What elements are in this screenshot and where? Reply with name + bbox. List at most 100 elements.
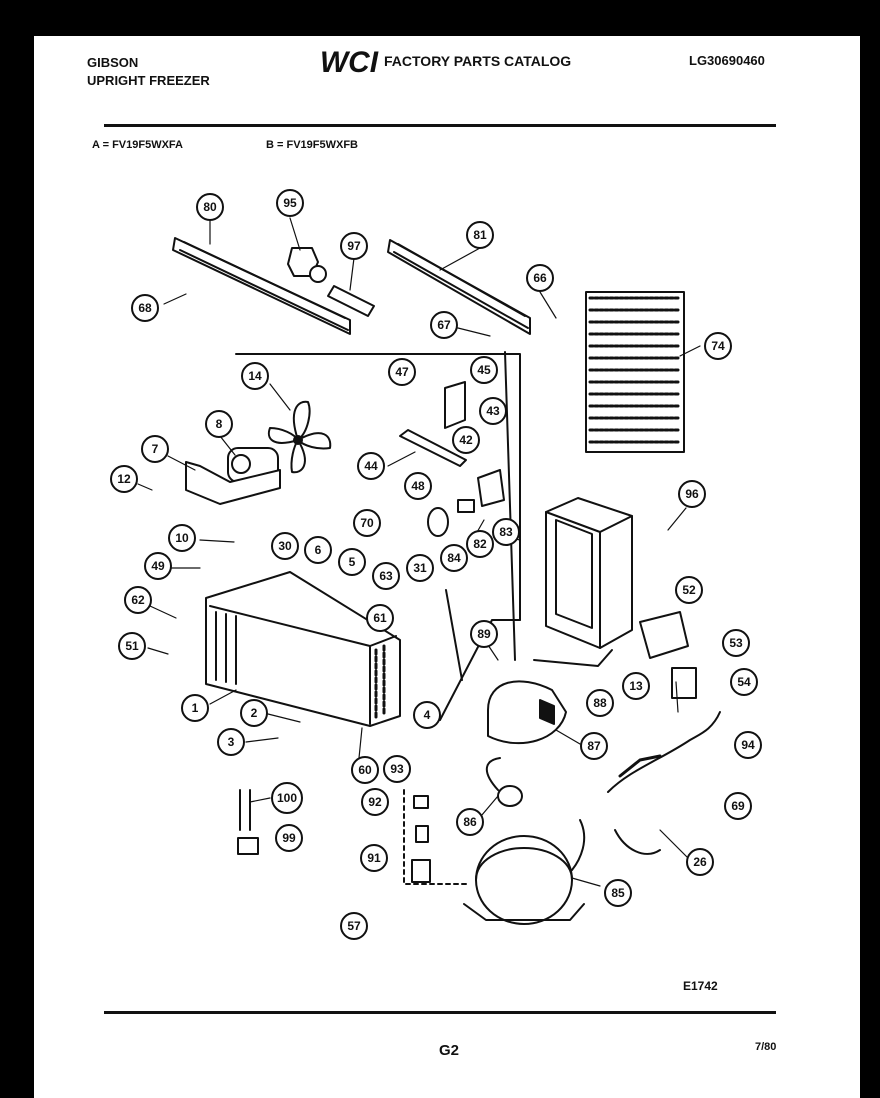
callout-54: 54 — [730, 668, 758, 696]
callout-circle — [456, 808, 484, 836]
model-b: B = FV19F5WXFB — [266, 139, 358, 151]
callout-number: 42 — [459, 433, 473, 447]
svg-text:WCI: WCI — [320, 46, 379, 76]
callout-circle — [470, 356, 498, 384]
callout-circle — [406, 554, 434, 582]
callout-number: 68 — [138, 301, 152, 315]
callout-number: 1 — [192, 701, 199, 715]
callout-circle — [479, 397, 507, 425]
callout-74: 74 — [704, 332, 732, 360]
callout-circle — [722, 629, 750, 657]
callout-number: 2 — [251, 706, 258, 720]
callout-number: 8 — [216, 417, 223, 431]
callout-circle — [124, 586, 152, 614]
callout-circle — [413, 701, 441, 729]
callout-circle — [466, 530, 494, 558]
callout-number: 7 — [152, 442, 159, 456]
callout-number: 93 — [390, 762, 404, 776]
callout-14: 14 — [241, 362, 269, 390]
callout-number: 57 — [347, 919, 361, 933]
header-rule — [104, 124, 776, 127]
callout-circle — [351, 756, 379, 784]
callout-number: 44 — [364, 459, 378, 473]
rail-81 — [387, 239, 531, 335]
callout-85: 85 — [604, 879, 632, 907]
callout-circle — [118, 632, 146, 660]
callout-13: 13 — [622, 672, 650, 700]
callout-number: 82 — [473, 537, 487, 551]
wiring-harness-94 — [607, 711, 721, 793]
brand-name: GIBSON — [87, 55, 139, 70]
callout-number: 63 — [379, 569, 393, 583]
connector-99 — [237, 837, 259, 855]
callout-number: 48 — [411, 479, 425, 493]
switch-82 — [457, 499, 475, 513]
callout-number: 5 — [349, 555, 356, 569]
callout-number: 95 — [283, 196, 297, 210]
callout-4: 4 — [413, 701, 441, 729]
callout-number: 30 — [278, 539, 292, 553]
callout-45: 45 — [470, 356, 498, 384]
callout-12: 12 — [110, 465, 138, 493]
control-housing — [545, 497, 633, 649]
callout-number: 43 — [486, 404, 500, 418]
product-name: UPRIGHT FREEZER — [87, 73, 210, 88]
callout-circle — [430, 311, 458, 339]
bolt-93 — [413, 795, 429, 809]
callout-100: 100 — [271, 782, 303, 814]
callout-circle — [366, 604, 394, 632]
callout-circle — [675, 576, 703, 604]
drain-tube-31 — [445, 589, 463, 681]
callout-51: 51 — [118, 632, 146, 660]
callout-number: 54 — [737, 675, 751, 689]
callout-circle — [275, 824, 303, 852]
callout-number: 84 — [447, 551, 461, 565]
sleeve-92 — [415, 825, 429, 843]
callout-number: 49 — [151, 559, 165, 573]
callout-88: 88 — [586, 689, 614, 717]
callout-2: 2 — [240, 699, 268, 727]
callout-83: 83 — [492, 518, 520, 546]
callout-26: 26 — [686, 848, 714, 876]
rail-80 — [172, 237, 351, 335]
revision-date: 7/80 — [755, 1041, 777, 1053]
callout-circle — [586, 689, 614, 717]
callout-circle — [470, 620, 498, 648]
callout-82: 82 — [466, 530, 494, 558]
callout-circle — [340, 232, 368, 260]
callout-number: 83 — [499, 525, 513, 539]
grommet-91 — [411, 859, 431, 883]
callout-circle — [580, 732, 608, 760]
callout-circle — [604, 879, 632, 907]
callout-number: 92 — [368, 795, 382, 809]
page-number: G2 — [439, 1042, 460, 1059]
callout-3: 3 — [217, 728, 245, 756]
callout-number: 88 — [593, 696, 607, 710]
callout-89: 89 — [470, 620, 498, 648]
callout-circle — [240, 699, 268, 727]
callout-circle — [353, 509, 381, 537]
callout-63: 63 — [372, 562, 400, 590]
callout-number: 69 — [731, 799, 745, 813]
callout-circle — [271, 532, 299, 560]
callout-10: 10 — [168, 524, 196, 552]
callout-number: 4 — [424, 708, 431, 722]
compressor-85 — [463, 835, 585, 925]
callout-number: 87 — [587, 739, 601, 753]
callout-circle — [110, 465, 138, 493]
callout-circle — [724, 792, 752, 820]
callout-circle — [383, 755, 411, 783]
callout-circle — [357, 452, 385, 480]
callout-30: 30 — [271, 532, 299, 560]
callout-number: 12 — [117, 472, 131, 486]
callout-70: 70 — [353, 509, 381, 537]
callout-number: 14 — [248, 369, 262, 383]
callout-circle — [168, 524, 196, 552]
knob-84 — [427, 507, 449, 537]
callout-number: 6 — [315, 543, 322, 557]
callout-circle — [404, 472, 432, 500]
footer-rule — [104, 1011, 776, 1014]
callout-number: 61 — [373, 611, 387, 625]
